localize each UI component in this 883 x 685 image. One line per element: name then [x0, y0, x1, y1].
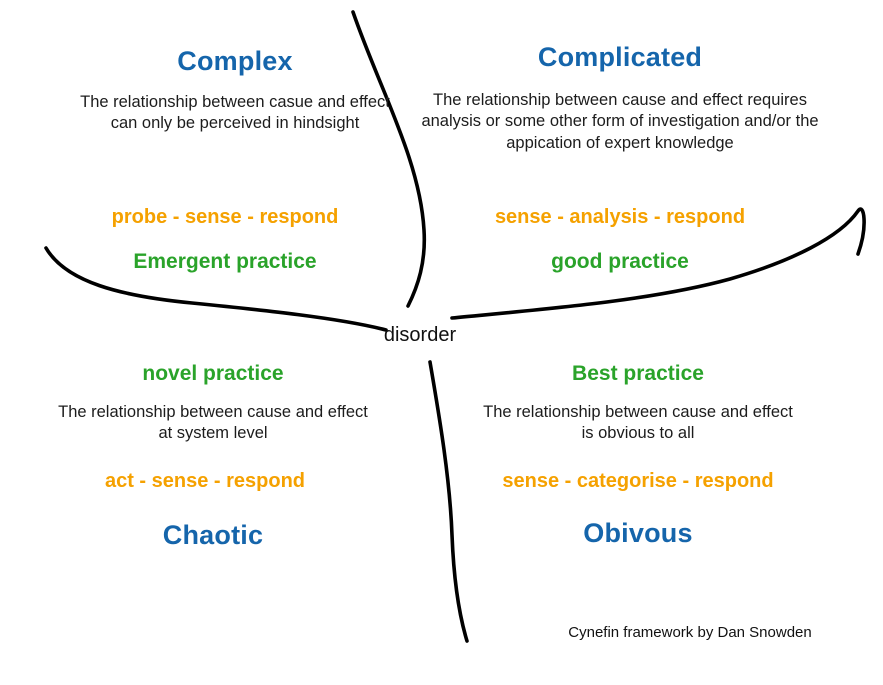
curve-right: [450, 207, 866, 320]
complex-description: The relationship between casue and effec…: [80, 93, 390, 133]
curve-left: [44, 246, 388, 332]
complicated-title: Complicated: [537, 42, 703, 72]
disorder-label: disorder: [383, 324, 457, 346]
obvious-title: Obivous: [583, 518, 693, 548]
complicated-practice-label: good practice: [551, 250, 689, 273]
chaotic-keywords: act - sense - respond: [104, 470, 306, 492]
chaotic-practice-label: novel practice: [142, 362, 284, 385]
complex-keywords: probe - sense - respond: [111, 206, 339, 228]
chaotic-description: The relationship between cause and effec…: [58, 403, 368, 443]
complex-title: Complex: [177, 46, 293, 76]
obvious-description: The relationship between cause and effec…: [483, 403, 793, 443]
curve-bottom: [428, 360, 469, 643]
obvious-keywords: sense - categorise - respond: [502, 470, 774, 492]
obvious-practice-label: Best practice: [572, 362, 704, 385]
complicated-keywords: sense - analysis - respond: [494, 206, 746, 228]
complicated-description: The relationship between cause and effec…: [421, 91, 819, 152]
curve-top: [351, 10, 427, 308]
complex-practice-label: Emergent practice: [133, 250, 317, 273]
attribution-caption: Cynefin framework by Dan Snowden: [568, 624, 812, 641]
chaotic-title: Chaotic: [162, 520, 264, 550]
